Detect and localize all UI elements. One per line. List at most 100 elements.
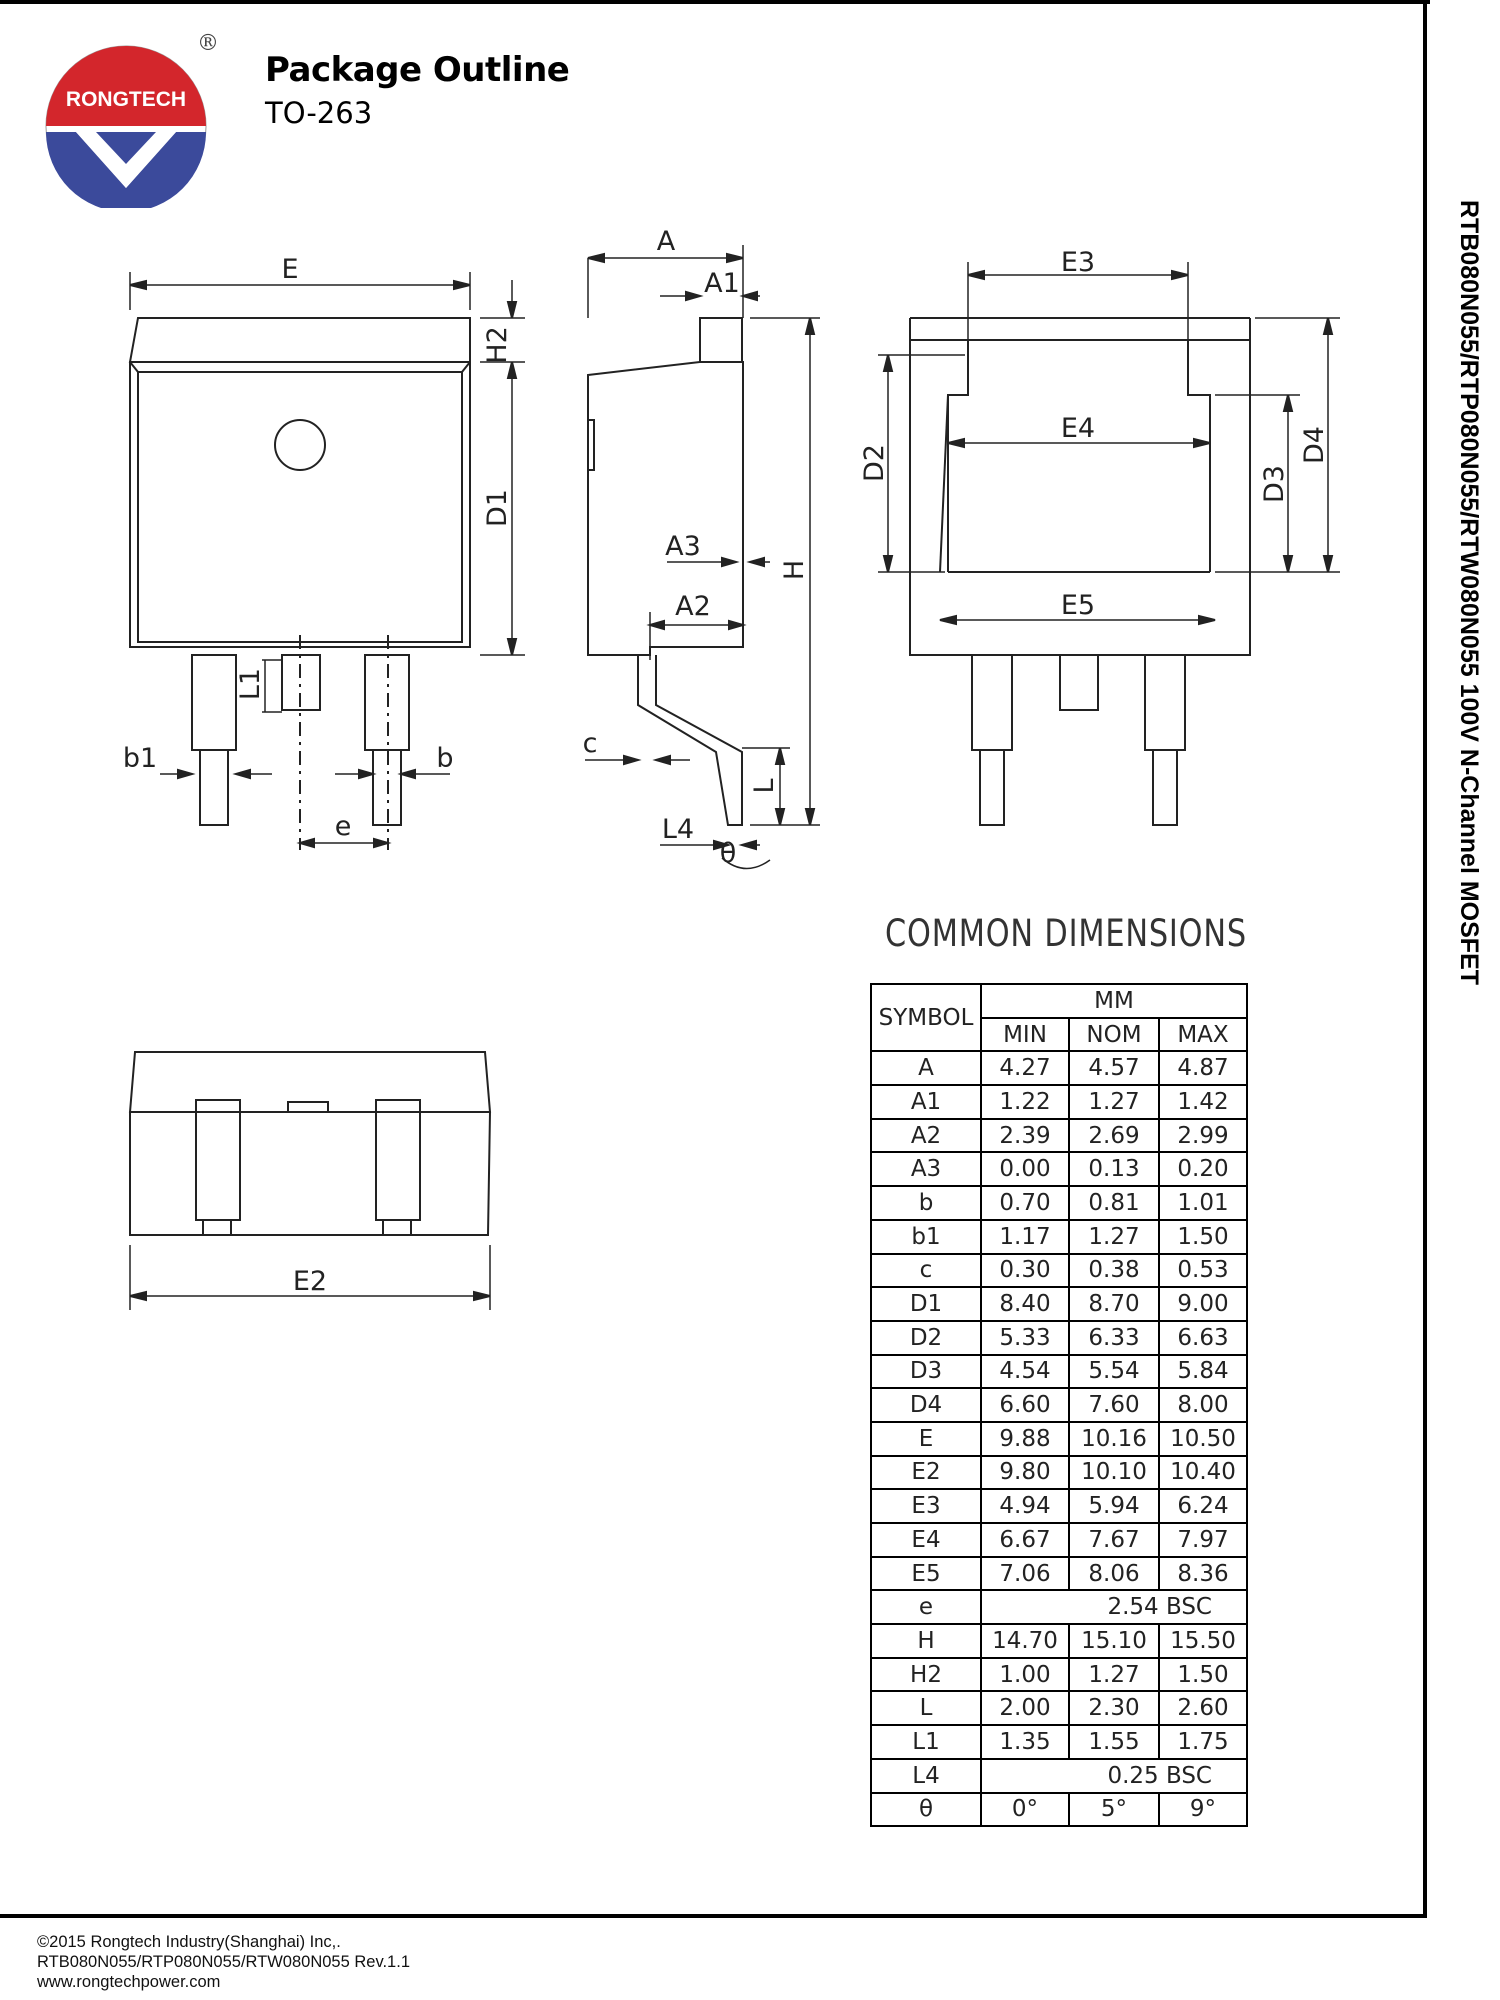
cell-symbol: A3 — [870, 1151, 982, 1188]
dim-label-A1: A1 — [704, 268, 740, 299]
cell-min: 0.00 — [980, 1151, 1070, 1188]
cell-max: 15.50 — [1158, 1623, 1248, 1659]
cell-max: 1.01 — [1158, 1185, 1248, 1221]
cell-min: 0.30 — [980, 1252, 1070, 1289]
cell-symbol: A — [870, 1050, 982, 1087]
cell-max: 7.97 — [1158, 1522, 1248, 1558]
cell-nom: 2.69 — [1068, 1117, 1160, 1154]
cell-symbol: e — [870, 1589, 982, 1626]
cell-max: 8.00 — [1158, 1387, 1248, 1423]
cell-nom: 1.27 — [1068, 1084, 1160, 1120]
dim-label-D2: D2 — [859, 444, 890, 482]
rongtech-logo: RONGTECH ® — [45, 31, 218, 208]
cell-symbol: E2 — [870, 1454, 982, 1491]
product-side-title: RTB080N055/RTP080N055/RTW080N055 100V N-… — [1455, 200, 1483, 986]
dim-label-A: A — [657, 226, 676, 257]
dim-label-theta: θ — [720, 838, 737, 869]
dim-label-E: E — [281, 254, 298, 285]
cell-min: 6.60 — [980, 1387, 1070, 1423]
cell-min: 1.17 — [980, 1218, 1070, 1255]
bottom-view — [878, 262, 1340, 826]
cell-min: 2.39 — [980, 1117, 1070, 1154]
cell-min: 0° — [980, 1791, 1070, 1828]
cell-min: 4.27 — [980, 1050, 1070, 1087]
cell-symbol: D1 — [870, 1286, 982, 1322]
cell-nom: 0.38 — [1068, 1252, 1160, 1289]
common-dimensions-title: COMMON DIMENSIONS — [885, 912, 1247, 955]
dim-label-D1: D1 — [482, 489, 513, 527]
cell-span: 2.54 BSC — [980, 1589, 1248, 1626]
cell-symbol: A2 — [870, 1117, 982, 1154]
cell-symbol: E5 — [870, 1555, 982, 1592]
side-view — [585, 245, 820, 870]
front-view — [128, 1051, 492, 1310]
header-unit: MM — [980, 983, 1248, 1019]
cell-nom: 10.16 — [1068, 1420, 1160, 1457]
cell-symbol: θ — [870, 1791, 982, 1828]
footer: ©2015 Rongtech Industry(Shanghai) Inc,. … — [37, 1932, 410, 1992]
cell-symbol: c — [870, 1252, 982, 1289]
cell-nom: 8.06 — [1068, 1555, 1160, 1592]
footer-doc-id: RTB080N055/RTP080N055/RTW080N055 Rev.1.1 — [37, 1953, 410, 1971]
dim-label-b: b — [436, 743, 453, 774]
cell-nom: 10.10 — [1068, 1454, 1160, 1491]
cell-min: 2.00 — [980, 1690, 1070, 1727]
registered-mark: ® — [197, 31, 218, 56]
cell-nom: 0.81 — [1068, 1185, 1160, 1221]
top-view — [128, 272, 525, 850]
cell-min: 1.22 — [980, 1084, 1070, 1120]
cell-nom: 4.57 — [1068, 1050, 1160, 1087]
cell-nom: 8.70 — [1068, 1286, 1160, 1322]
dim-label-E5: E5 — [1061, 590, 1095, 621]
cell-min: 1.00 — [980, 1656, 1070, 1693]
cell-symbol: D4 — [870, 1387, 982, 1423]
footer-website[interactable]: www.rongtechpower.com — [37, 1973, 221, 1991]
cell-nom: 5.94 — [1068, 1488, 1160, 1524]
cell-nom: 7.67 — [1068, 1522, 1160, 1558]
cell-nom: 15.10 — [1068, 1623, 1160, 1659]
footer-copyright: ©2015 Rongtech Industry(Shanghai) Inc,. — [37, 1933, 341, 1951]
page-title: Package Outline — [265, 50, 570, 90]
cell-span: 0.25 BSC — [980, 1757, 1248, 1794]
cell-max: 1.75 — [1158, 1724, 1248, 1760]
cell-min: 4.94 — [980, 1488, 1070, 1524]
dim-label-A2: A2 — [675, 591, 711, 622]
cell-max: 0.20 — [1158, 1151, 1248, 1188]
cell-symbol: b1 — [870, 1218, 982, 1255]
cell-symbol: L1 — [870, 1724, 982, 1760]
cell-symbol: E4 — [870, 1522, 982, 1558]
dim-label-H2: H2 — [482, 326, 513, 363]
cell-nom: 6.33 — [1068, 1319, 1160, 1356]
cell-symbol: D2 — [870, 1319, 982, 1356]
cell-symbol: H2 — [870, 1656, 982, 1693]
package-name: TO-263 — [265, 96, 373, 130]
logo-wordmark: RONGTECH — [66, 88, 186, 111]
page-frame — [0, 0, 1427, 1918]
dim-label-c: c — [583, 728, 598, 759]
dim-label-H: H — [779, 560, 810, 580]
dim-label-b1: b1 — [123, 743, 157, 774]
dim-label-E4: E4 — [1061, 413, 1095, 444]
cell-nom: 2.30 — [1068, 1690, 1160, 1727]
cell-min: 9.80 — [980, 1454, 1070, 1491]
cell-min: 5.33 — [980, 1319, 1070, 1356]
cell-max: 10.50 — [1158, 1420, 1248, 1457]
cell-symbol: H — [870, 1623, 982, 1659]
dim-label-L1: L1 — [235, 668, 266, 700]
cell-symbol: D3 — [870, 1353, 982, 1390]
cell-max: 6.63 — [1158, 1319, 1248, 1356]
cell-max: 1.42 — [1158, 1084, 1248, 1120]
